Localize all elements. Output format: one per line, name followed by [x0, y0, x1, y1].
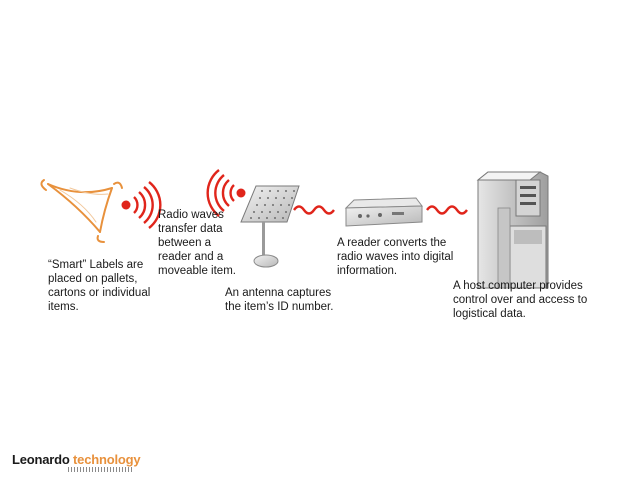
caption-radio-waves: Radio waves transfer data between a read…: [158, 209, 236, 277]
company-logo: Leonardo technology: [12, 452, 141, 467]
antenna-emitter-icon: [236, 188, 246, 198]
wave-antenna-to-reader-icon: [293, 205, 335, 215]
logo-barcode-icon: [68, 467, 134, 472]
smart-label-chip-icon: [121, 200, 131, 210]
caption-smart-labels: “Smart” Labels are placed on pallets, ca…: [48, 259, 151, 313]
caption-host-computer: A host computer provides control over an…: [453, 280, 588, 320]
antenna-icon: [240, 185, 300, 268]
caption-reader: A reader converts the radio waves into d…: [337, 237, 454, 277]
host-computer-icon: [476, 171, 549, 289]
label-radio-wave-icon: [133, 181, 162, 229]
logo-word-leonardo: Leonardo: [12, 452, 70, 467]
caption-antenna: An antenna captures the item’s ID number…: [225, 287, 334, 313]
wave-reader-to-host-icon: [426, 205, 468, 215]
antenna-radio-wave-icon: [206, 169, 235, 217]
reader-device-icon: [344, 197, 423, 227]
smart-label-icon: [40, 179, 123, 243]
logo-word-technology: technology: [73, 452, 141, 467]
